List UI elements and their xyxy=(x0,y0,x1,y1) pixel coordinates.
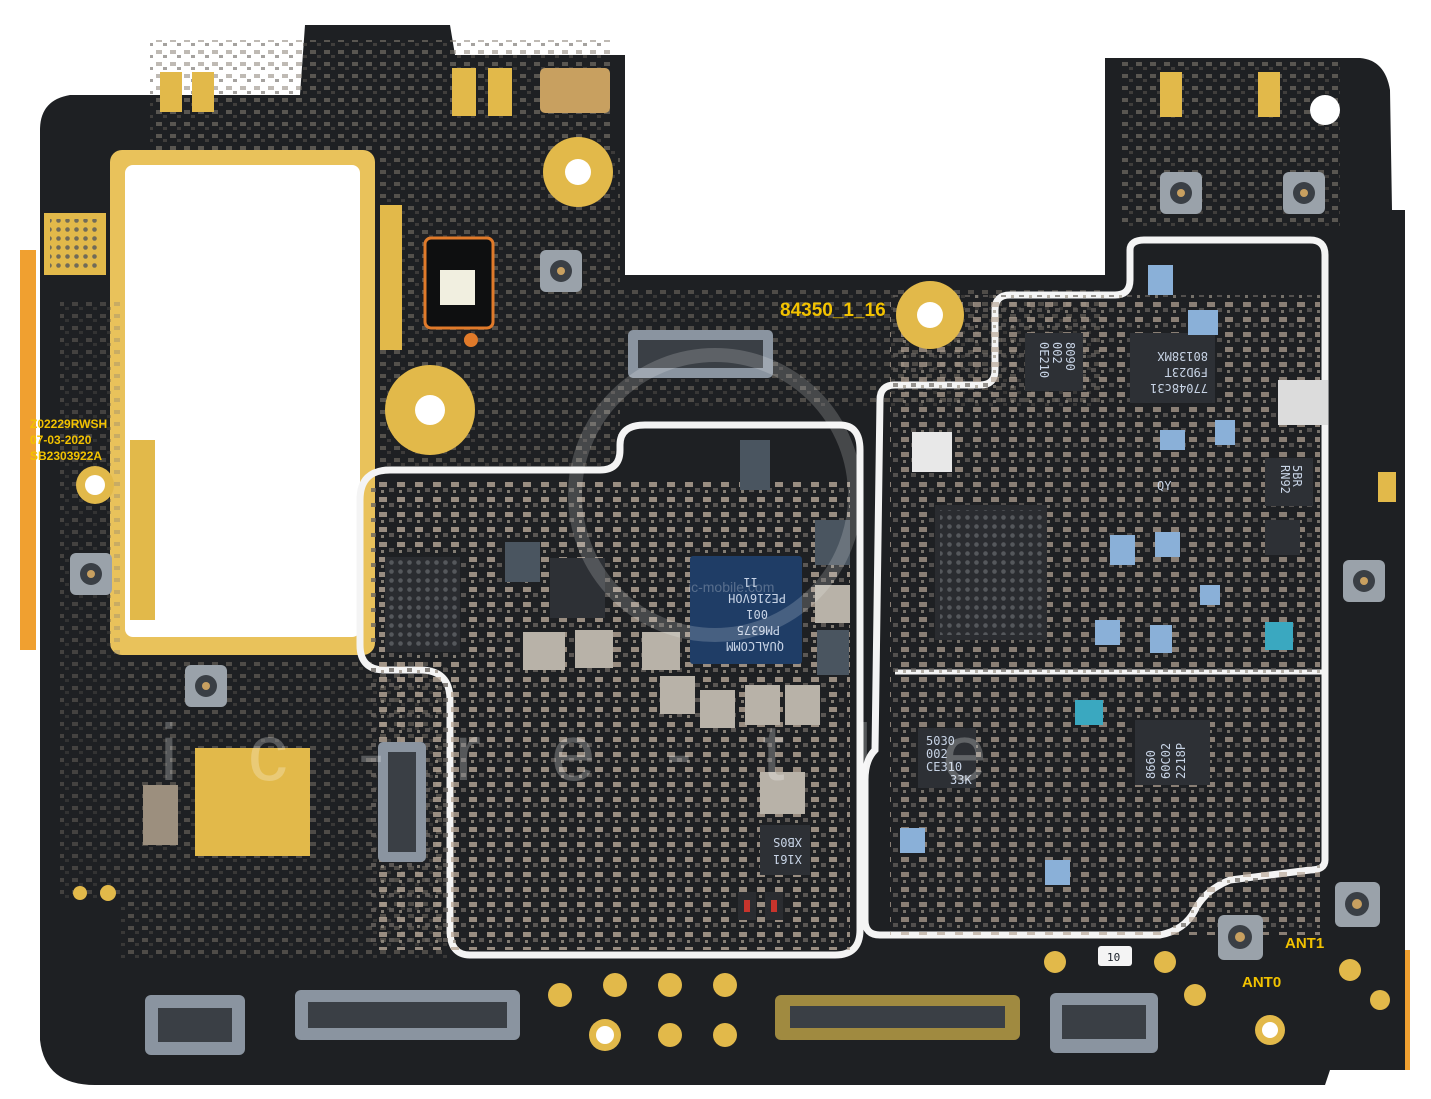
svg-text:001: 001 xyxy=(746,607,768,621)
top-chip xyxy=(1130,333,1215,403)
antenna-label-ant1: ANT1 xyxy=(1285,935,1324,952)
tiny-chip-marking: 5BR RN92 xyxy=(1278,465,1304,494)
svg-text:80138MX: 80138MX xyxy=(1157,349,1208,363)
side-chip-marking: 8090 002 0E210 xyxy=(1037,342,1077,378)
svg-text:PE216VOH: PE216VOH xyxy=(728,591,786,605)
pmic-marking: QUALCOMM PM6375 001 PE216VOH 11 xyxy=(726,575,786,653)
left-chip-marking: 5030 002 CE310 33K xyxy=(926,734,972,787)
board-connectors xyxy=(145,330,1158,1055)
date-code: Z02229RWSH xyxy=(30,417,107,431)
small-pmic xyxy=(760,825,810,875)
component-label: 10 xyxy=(1107,951,1120,964)
coax-connectors xyxy=(70,172,1385,960)
watermark: ic-mobile.com ic-re-tle xyxy=(160,348,1057,797)
mounting-holes xyxy=(76,95,1340,1051)
build-date: 07-03-2020 xyxy=(30,433,92,447)
gold-pad xyxy=(195,748,310,856)
small-blue-marking: QY xyxy=(1157,479,1172,493)
antenna-label-ant0: ANT0 xyxy=(1242,974,1281,991)
svg-text:F9D23T: F9D23T xyxy=(1165,365,1208,379)
svg-text:XB0S: XB0S xyxy=(773,835,802,849)
small-pmic-marking: X161 XB0S xyxy=(773,835,802,866)
svg-text:77048c31: 77048c31 xyxy=(1150,381,1208,395)
svg-text:2218P: 2218P xyxy=(1174,743,1188,779)
side-chip xyxy=(1025,333,1083,391)
test-pads xyxy=(73,885,1390,1047)
left-chip xyxy=(918,728,976,788)
svg-text:PM6375: PM6375 xyxy=(737,623,780,637)
svg-text:5BR: 5BR xyxy=(1290,465,1304,487)
serial-number: SB2303922A xyxy=(30,449,102,463)
svg-text:8090: 8090 xyxy=(1063,342,1077,371)
svg-text:8660: 8660 xyxy=(1144,750,1158,779)
top-chip-marking: 77048c31 F9D23T 80138MX xyxy=(1150,349,1208,395)
board-version-label: 84350_1_16 xyxy=(780,300,886,321)
right-chip-marking: 8660 60C02 2218P xyxy=(1144,743,1188,779)
svg-text:60C02: 60C02 xyxy=(1159,743,1173,779)
svg-text:11: 11 xyxy=(744,575,758,589)
svg-text:X161: X161 xyxy=(773,852,802,866)
svg-text:33K: 33K xyxy=(950,773,972,787)
right-chip xyxy=(1135,720,1210,785)
camera-cutout xyxy=(110,150,375,655)
pmic-chip xyxy=(690,556,802,664)
svg-text:CE310: CE310 xyxy=(926,760,962,774)
svg-text:ic-mobile.com: ic-mobile.com xyxy=(688,579,774,595)
svg-text:0E210: 0E210 xyxy=(1037,342,1051,378)
svg-text:ic-re-tle: ic-re-tle xyxy=(160,708,1057,797)
svg-text:QUALCOMM: QUALCOMM xyxy=(726,639,784,653)
svg-text:002: 002 xyxy=(926,747,948,761)
svg-text:002: 002 xyxy=(1050,342,1064,364)
svg-text:RN92: RN92 xyxy=(1278,465,1292,494)
svg-text:5030: 5030 xyxy=(926,734,955,748)
